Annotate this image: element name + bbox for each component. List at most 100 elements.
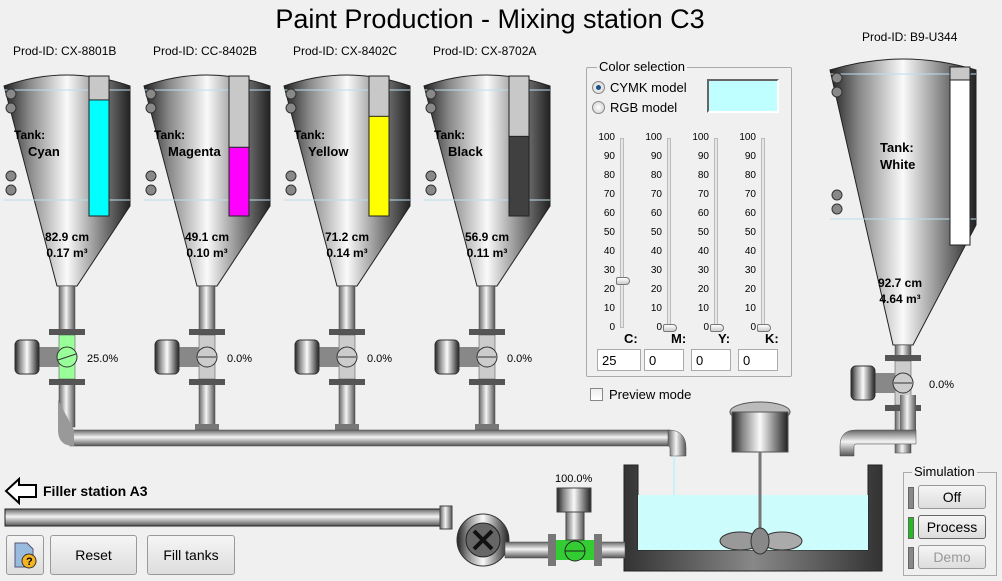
tank-yellow-level-fill	[368, 115, 390, 217]
slider-tick-label: 40	[697, 246, 709, 257]
tank-name: Tank:	[880, 140, 914, 155]
prod-id-label: Prod-ID: CX-8702A	[433, 44, 537, 58]
slider-tick-label: 60	[650, 208, 662, 219]
slider-tick-label: 10	[697, 303, 709, 314]
mixer-propeller	[719, 527, 803, 555]
help-button[interactable]: ?	[6, 535, 44, 575]
help-document-icon: ?	[14, 542, 37, 569]
slider-m-thumb[interactable]	[663, 324, 677, 332]
slider-label: C:	[624, 331, 638, 346]
slider-tick-label: 0	[656, 322, 662, 333]
slider-tick-label: 60	[603, 208, 615, 219]
filler-station-label: Filler station A3	[43, 483, 148, 499]
slider-tick-label: 70	[603, 189, 615, 200]
slider-tick-label: 80	[650, 170, 662, 181]
pump	[456, 513, 510, 567]
slider-m-input[interactable]: 0	[644, 349, 684, 371]
sim-process-button[interactable]: Process	[918, 515, 986, 539]
tank-volume: 0.10 m³	[186, 246, 228, 260]
arrow-left-icon	[4, 477, 37, 505]
valve-percent: 0.0%	[367, 353, 393, 365]
slider-tick-label: 40	[650, 246, 662, 257]
simulation-group: Simulation Off Process Demo	[903, 464, 997, 576]
slider-tick-label: 10	[650, 303, 662, 314]
slider-c-input[interactable]: 25	[597, 349, 641, 371]
preview-mode-checkbox[interactable]: Preview mode	[590, 387, 691, 402]
tank-magenta-valve[interactable]	[154, 329, 225, 385]
slider-tick-label: 90	[697, 151, 709, 162]
tank-yellow-valve[interactable]	[294, 329, 365, 385]
demo-led	[908, 547, 914, 569]
outlet-valve-actuator	[556, 487, 592, 513]
tank-level: 92.7 cm	[877, 276, 923, 290]
tank-volume: 0.11 m³	[466, 246, 508, 260]
slider-tick-label: 10	[744, 303, 756, 314]
slider-tick-label: 30	[697, 265, 709, 276]
tank-black-tank	[423, 74, 551, 428]
slider-tick-label: 50	[603, 227, 615, 238]
reset-button[interactable]: Reset	[50, 535, 137, 575]
mixer-motor	[731, 411, 789, 453]
slider-tick-label: 30	[744, 265, 756, 276]
tank-magenta-tank	[143, 74, 271, 428]
tank-level: 49.1 cm	[184, 230, 230, 244]
collector-elbow-left	[58, 400, 74, 446]
page-title: Paint Production - Mixing station C3	[275, 4, 705, 34]
sim-demo-button[interactable]: Demo	[918, 545, 986, 569]
tank-black-valve[interactable]	[434, 329, 505, 385]
tank-name: Tank:	[434, 128, 466, 142]
slider-k-input[interactable]: 0	[738, 349, 778, 371]
slider-k-thumb[interactable]	[757, 324, 771, 332]
slider-tick-label: 100	[739, 132, 756, 143]
fill-tanks-button[interactable]: Fill tanks	[147, 535, 235, 575]
tank-volume: 0.14 m³	[326, 246, 368, 260]
slider-k-track[interactable]	[761, 138, 765, 328]
checkbox-icon	[590, 388, 603, 401]
prod-id-label: Prod-ID: CX-8402C	[293, 44, 398, 58]
tank-name: Tank:	[14, 128, 46, 142]
slider-tick-label: 0	[703, 322, 709, 333]
slider-y-thumb[interactable]	[710, 324, 724, 332]
slider-label: Y:	[718, 331, 731, 346]
cymk-radio[interactable]: CYMK model	[592, 80, 687, 95]
slider-y-input[interactable]: 0	[691, 349, 731, 371]
tank-name: Yellow	[308, 144, 349, 159]
rgb-radio[interactable]: RGB model	[592, 100, 677, 115]
sim-off-button[interactable]: Off	[918, 485, 986, 509]
slider-tick-label: 0	[750, 322, 756, 333]
slider-tick-label: 100	[598, 132, 615, 143]
slider-c-thumb[interactable]	[616, 276, 630, 285]
radio-selected-icon	[592, 81, 605, 94]
slider-tick-label: 100	[645, 132, 662, 143]
collector-pipe	[69, 429, 671, 447]
slider-m-track[interactable]	[667, 138, 671, 328]
tank-name: Tank:	[154, 128, 186, 142]
simulation-legend: Simulation	[912, 464, 977, 479]
slider-c-track[interactable]	[620, 138, 624, 328]
slider-tick-label: 70	[697, 189, 709, 200]
tank-yellow-tank	[283, 74, 411, 428]
tank-magenta-level-fill	[228, 146, 250, 217]
color-preview-swatch	[707, 79, 779, 113]
slider-tick-label: 70	[744, 189, 756, 200]
slider-tick-label: 50	[650, 227, 662, 238]
slider-tick-label: 0	[609, 322, 615, 333]
prod-id-label: Prod-ID: B9-U344	[862, 30, 958, 44]
slider-tick-label: 50	[744, 227, 756, 238]
off-led	[908, 487, 914, 509]
color-selection-legend: Color selection	[597, 59, 687, 74]
process-led	[908, 517, 914, 539]
collector-elbow-right	[667, 429, 687, 457]
tank-volume: 0.17 m³	[46, 246, 88, 260]
tank-name: Cyan	[28, 144, 60, 159]
prod-id-label: Prod-ID: CX-8801B	[13, 44, 117, 58]
slider-y-track[interactable]	[714, 138, 718, 328]
cymk-label: CYMK model	[610, 80, 687, 95]
svg-text:?: ?	[26, 556, 33, 568]
slider-tick-label: 80	[603, 170, 615, 181]
slider-tick-label: 80	[697, 170, 709, 181]
mixing-vessel	[623, 464, 883, 572]
slider-tick-label: 70	[650, 189, 662, 200]
tank-cyan-valve[interactable]	[14, 329, 85, 385]
slider-tick-label: 30	[650, 265, 662, 276]
